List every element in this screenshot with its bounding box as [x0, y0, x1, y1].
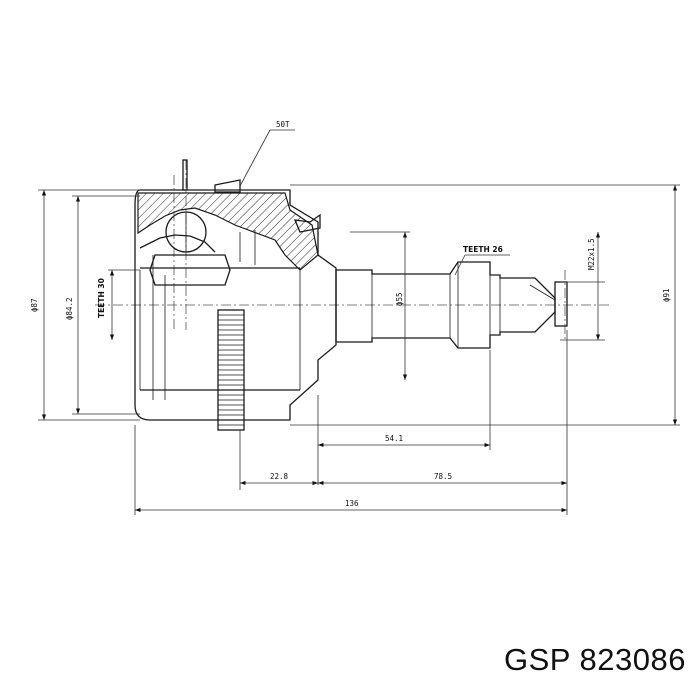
label-dia-84: ϕ84.2 — [65, 297, 74, 320]
label-len-54: 54.1 — [385, 434, 403, 443]
leader-teeth26 — [454, 254, 466, 276]
label-len-22: 22.8 — [270, 472, 289, 481]
abs-ring — [217, 309, 245, 431]
label-50t: 50T — [276, 120, 290, 129]
dimensions — [38, 184, 680, 515]
label-dia-87: ϕ87 — [30, 298, 39, 312]
label-len-78: 78.5 — [434, 472, 452, 481]
label-len-136: 136 — [345, 499, 359, 508]
output-shaft — [335, 261, 568, 349]
label-teeth30: TEETH 30 — [97, 278, 106, 318]
label-dia-91: ϕ91 — [662, 288, 671, 302]
nut — [214, 179, 241, 193]
label-dia-55: ϕ55 — [395, 292, 404, 306]
leader-50t — [239, 129, 271, 187]
ball-cage — [149, 159, 231, 286]
brand-name: GSP — [504, 642, 571, 677]
label-teeth26: TEETH 26 — [463, 245, 503, 254]
part-number: 823086 — [579, 642, 686, 677]
label-thread: M22x1.5 — [587, 238, 596, 270]
nut-boot — [293, 213, 321, 233]
brand-caption: GSP 823086 — [504, 642, 686, 678]
